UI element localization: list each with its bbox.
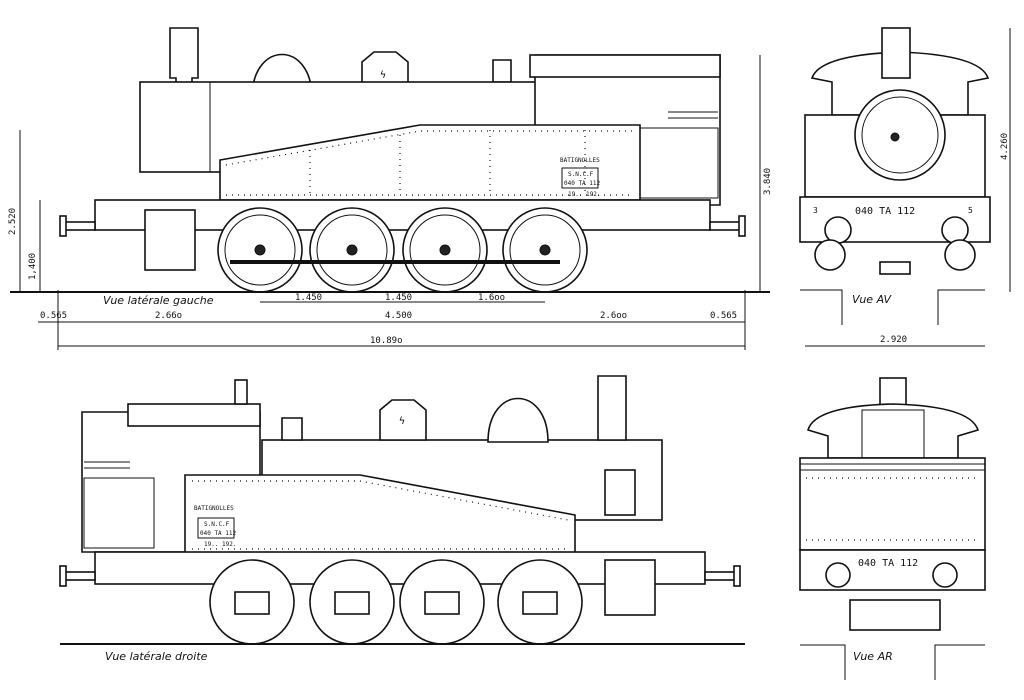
right-side-view: ϟ BATIGNOLLES S.N.C.F 040 TA 112 19.. 19… (59, 375, 745, 663)
builder-plate-right: BATIGNOLLES (194, 505, 234, 512)
front-buffer-right (704, 565, 741, 587)
front-lamp-left: 3 (813, 206, 818, 215)
dimensions-left: 1.450 1.450 1.6oo 0.565 2.66o 4.500 2.6o… (8, 55, 773, 350)
rear-buffer-right (59, 565, 96, 587)
chimney (169, 27, 199, 87)
svg-text:0.565: 0.565 (40, 311, 67, 321)
chimney-right (597, 375, 627, 441)
front-width-dim: 2.920 (880, 335, 907, 345)
svg-text:1,400: 1,400 (28, 253, 38, 280)
svg-text:2.66o: 2.66o (155, 311, 182, 321)
sandbox-right (379, 399, 427, 441)
svg-text:4.500: 4.500 (385, 311, 412, 321)
number-plate-right: 040 TA 112 (200, 530, 237, 537)
svg-text:2.6oo: 2.6oo (600, 311, 627, 321)
svg-text:3.840: 3.840 (763, 168, 773, 195)
svg-text:ϟ: ϟ (380, 70, 386, 81)
left-side-view: ϟ BATIGNOLLES S.N.C.F 040 TA 112 19.. 19… (8, 27, 773, 350)
caption-left-side: Vue latérale gauche (103, 294, 214, 307)
svg-text:1.450: 1.450 (385, 293, 412, 303)
caption-front: Vue AV (852, 293, 893, 306)
svg-text:10.89o: 10.89o (370, 336, 403, 346)
svg-text:0.565: 0.565 (710, 311, 737, 321)
cab-roof-rear (807, 403, 980, 459)
builder-plate: BATIGNOLLES (560, 157, 600, 164)
frame-right (94, 551, 706, 585)
front-height-dim: 4.260 (1000, 133, 1010, 160)
side-tank (219, 124, 641, 201)
svg-text:ϟ: ϟ (399, 416, 405, 427)
plate-top: S.N.C.F (568, 171, 594, 178)
driving-wheels-right (209, 559, 583, 645)
number-plate: 040 TA 112 (564, 180, 601, 187)
plate-sub-right: 19.. 192. (204, 541, 237, 548)
svg-text:1.450: 1.450 (295, 293, 322, 303)
safety-valve (492, 59, 512, 83)
side-tank-right (184, 474, 576, 556)
driving-wheels (217, 207, 588, 293)
caption-right-side: Vue latérale droite (105, 650, 208, 663)
plate-sub: 19.. 192. (568, 191, 601, 198)
smokebox-door (854, 89, 946, 181)
front-buffer (59, 215, 96, 237)
frame (94, 199, 711, 231)
rear-number-plate: 040 TA 112 (858, 558, 918, 569)
svg-text:1.6oo: 1.6oo (478, 293, 505, 303)
steam-dome-right (487, 397, 549, 443)
front-number-plate: 040 TA 112 (855, 206, 915, 217)
svg-text:2.520: 2.520 (8, 208, 18, 235)
cab-roof-front (810, 51, 990, 116)
caption-rear: Vue AR (853, 650, 893, 663)
plate-top-right: S.N.C.F (204, 521, 230, 528)
front-lamp-right: 5 (968, 206, 973, 215)
rear-buffer (709, 215, 746, 237)
rear-view: 040 TA 112 Vue AR (799, 377, 986, 680)
front-view: 040 TA 112 3 5 Vue AV 2.920 4.260 (799, 27, 1011, 347)
